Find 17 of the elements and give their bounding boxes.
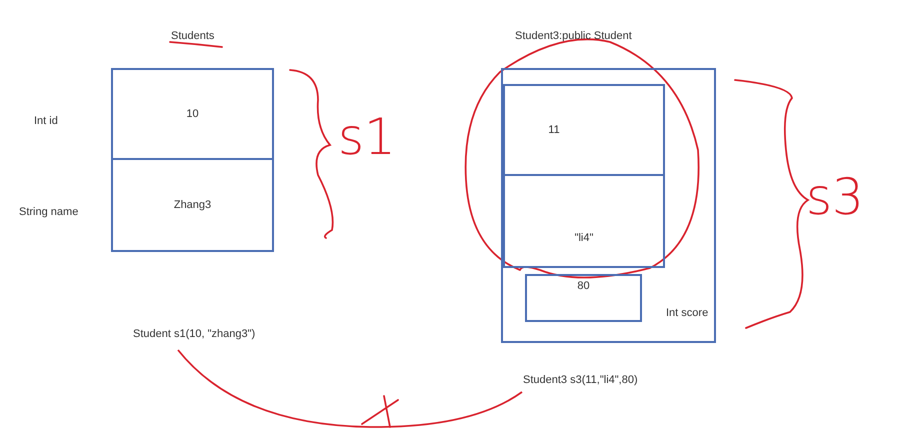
connector-curve (177, 349, 522, 428)
field-label: Int score (666, 307, 708, 319)
field-value: 11 (548, 124, 560, 136)
class-heading: Students (171, 30, 214, 42)
field-label: Int id (34, 115, 58, 127)
base-part-box (503, 84, 665, 268)
field-label: String name (19, 206, 78, 218)
field-value: 10 (186, 108, 199, 120)
field-value: 80 (577, 280, 590, 292)
class-heading: Student3:public Student (515, 30, 632, 42)
handwritten-label: s3 (806, 172, 864, 222)
handwritten-label: s1 (338, 112, 396, 162)
field-value: "li4" (574, 232, 594, 244)
field-value: Zhang3 (174, 199, 212, 211)
code-line: Student3 s3(11,"li4",80) (523, 374, 638, 386)
code-line: Student s1(10, "zhang3") (133, 328, 256, 340)
field-box (525, 274, 642, 322)
